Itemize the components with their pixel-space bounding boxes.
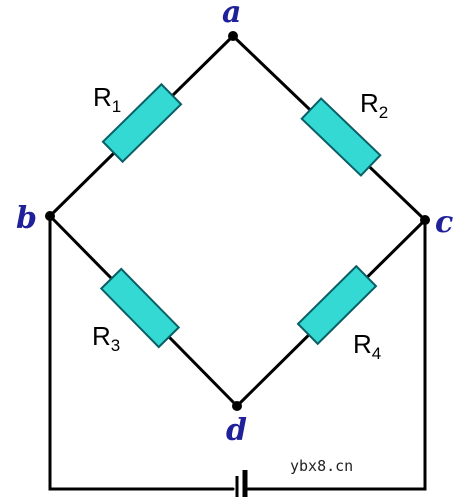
resistor-label-r3: R3 — [92, 321, 120, 355]
resistor-label-r1: R1 — [93, 82, 121, 116]
junctions — [45, 31, 430, 411]
wire-b-battery — [48, 214, 235, 491]
battery-icon — [235, 470, 248, 497]
resistor-r4 — [296, 264, 378, 346]
junction-a — [228, 31, 238, 41]
resistor-r3 — [99, 267, 181, 349]
junction-d — [232, 401, 242, 411]
junction-b — [45, 211, 55, 221]
wire-c-battery — [246, 218, 427, 491]
node-label-d: d — [226, 413, 247, 448]
resistor-r2 — [300, 97, 382, 177]
resistor-label-r4: R4 — [353, 329, 381, 363]
node-label-a: a — [222, 0, 241, 30]
node-label-c: c — [435, 205, 453, 240]
watermark-text: ybx8.cn — [290, 457, 353, 475]
node-label-b: b — [16, 201, 37, 236]
resistor-label-r2: R2 — [360, 88, 388, 122]
resistor-r1 — [101, 82, 183, 164]
junction-c — [420, 215, 430, 225]
